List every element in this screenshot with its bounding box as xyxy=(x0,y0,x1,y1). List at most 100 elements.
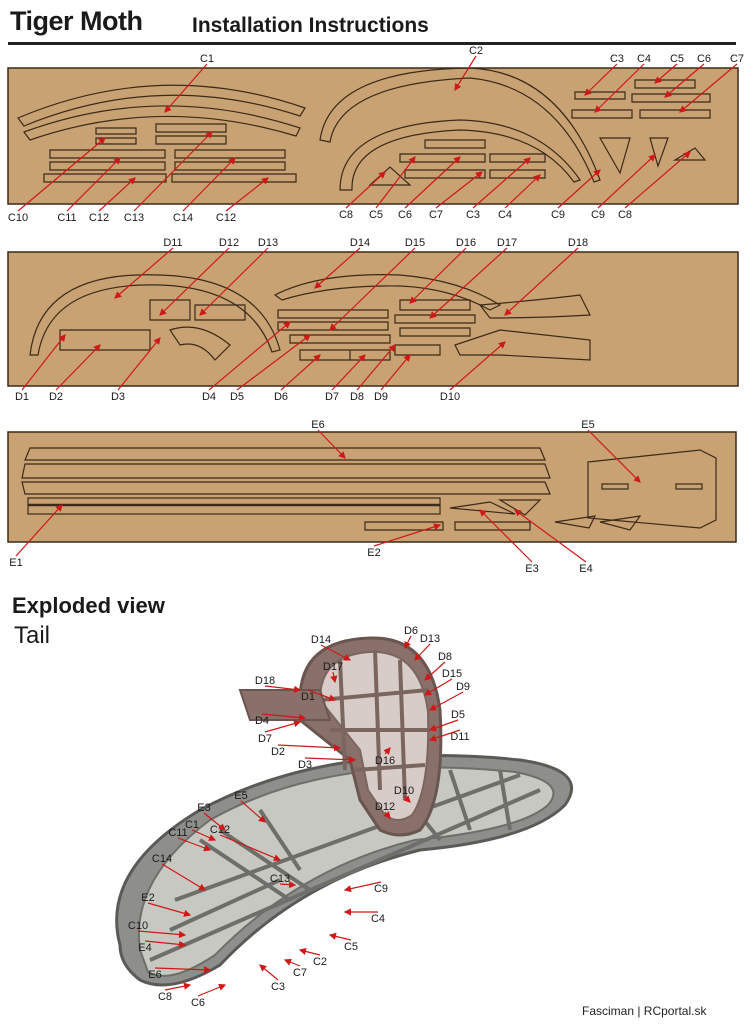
panel-e-arrow-1 xyxy=(587,429,641,483)
panel-c-bot-arrow-0 xyxy=(17,137,106,212)
panel-d-bot-arrow-4 xyxy=(236,334,311,391)
panel-e-label-5: E4 xyxy=(579,563,592,575)
panel-d-top-label-5: D16 xyxy=(456,237,476,249)
exploded-arrow-3 xyxy=(424,661,446,681)
panel-e-arrow-0 xyxy=(317,429,346,459)
exploded-arrow-15 xyxy=(304,756,357,764)
panel-c-bot-arrow-8 xyxy=(404,156,461,209)
exploded-arrow-11 xyxy=(383,747,391,755)
panel-d-top-arrow-7 xyxy=(504,247,579,316)
panel-c-top-label-3: C4 xyxy=(637,53,651,65)
exploded-arrow-35 xyxy=(164,982,192,991)
panel-d-top-label-7: D18 xyxy=(568,237,588,249)
exploded-arrow-17 xyxy=(383,811,391,819)
exploded-label-34: C3 xyxy=(271,981,285,993)
exploded-arrow-12 xyxy=(264,720,302,733)
exploded-arrow-16 xyxy=(403,795,411,803)
exploded-label-8: D1 xyxy=(301,691,315,703)
panel-d-bot-arrow-9 xyxy=(449,341,506,391)
panel-d-bot-label-9: D10 xyxy=(440,391,460,403)
panel-d-top-label-1: D12 xyxy=(219,237,239,249)
page-title: Tiger Moth xyxy=(10,6,143,36)
exploded-label-30: C5 xyxy=(344,941,358,953)
panel-e-arrow-4 xyxy=(479,509,533,563)
exploded-label-31: E6 xyxy=(148,969,161,981)
exploded-arrow-31 xyxy=(154,966,212,974)
panel-c-top-label-2: C3 xyxy=(610,53,624,65)
exploded-arrow-20 xyxy=(203,812,226,831)
panel-c-bot-arrow-6 xyxy=(345,171,386,209)
panel-d-top-arrow-6 xyxy=(429,247,508,319)
exploded-label-14: D2 xyxy=(271,746,285,758)
panel-d-top-label-2: D13 xyxy=(258,237,278,249)
exploded-label-33: C7 xyxy=(293,967,307,979)
panel-c-bot-arrow-7 xyxy=(375,156,416,209)
panel-c-top-arrow-6 xyxy=(679,63,738,113)
exploded-label-7: D18 xyxy=(255,675,275,687)
panel-c-top-label-4: C5 xyxy=(670,53,684,65)
panel-d-bot-arrow-5 xyxy=(280,354,321,391)
exploded-arrow-22 xyxy=(177,837,212,852)
exploded-arrow-29 xyxy=(144,940,187,948)
panel-e-label-2: E1 xyxy=(9,557,22,569)
panel-c-bot-label-3: C13 xyxy=(124,212,144,224)
exploded-label-2: D13 xyxy=(420,633,440,645)
panel-c-top-arrow-1 xyxy=(454,55,477,92)
exploded-arrow-13 xyxy=(261,713,307,722)
panel-c-bot-label-1: C11 xyxy=(57,212,76,224)
panel-c-top-arrow-0 xyxy=(164,63,208,113)
exploded-label-20: E3 xyxy=(197,802,210,814)
panel-c-bot-label-0: C10 xyxy=(8,212,28,224)
panel-d-top-label-4: D15 xyxy=(405,237,425,249)
exploded-label-21: C1 xyxy=(185,819,199,831)
credit: Fasciman | RCportal.sk xyxy=(582,1004,707,1018)
exploded-label-16: D10 xyxy=(394,785,414,797)
exploded-label-10: D11 xyxy=(450,731,469,743)
exploded-title: Exploded view xyxy=(12,593,165,618)
panel-d-top-arrow-3 xyxy=(314,247,361,289)
exploded-arrow-36 xyxy=(197,983,227,997)
panel-c-top-arrow-2 xyxy=(584,63,618,96)
exploded-arrow-28 xyxy=(137,930,187,939)
exploded-label-25: C9 xyxy=(374,883,388,895)
exploded-label-11: D16 xyxy=(375,755,395,767)
exploded-label-22: C11 xyxy=(168,827,187,839)
panel-d-top-arrow-1 xyxy=(159,247,230,316)
panel-c-bot-label-14: C8 xyxy=(618,209,632,221)
panel-e-arrow-3 xyxy=(373,523,442,547)
exploded-arrow-1 xyxy=(404,635,412,650)
panel-c-top-label-6: C7 xyxy=(730,53,744,65)
panel-d-top-arrow-0 xyxy=(114,247,174,299)
panel-d-top-label-0: D11 xyxy=(163,237,182,249)
panel-c-bot-label-6: C8 xyxy=(339,209,353,221)
panel-c-bot-arrow-13 xyxy=(597,154,656,209)
panel-c-bot-label-2: C12 xyxy=(89,212,109,224)
exploded-label-28: C10 xyxy=(128,920,148,932)
panel-d-bot-label-4: D5 xyxy=(230,391,244,403)
panel-d xyxy=(7,251,739,387)
exploded-arrow-34 xyxy=(259,964,279,981)
panel-d-bot-label-6: D7 xyxy=(325,391,339,403)
page-subtitle: Installation Instructions xyxy=(192,14,429,37)
panel-c-bot-label-10: C3 xyxy=(466,209,480,221)
panel-c-bot-label-5: C12 xyxy=(216,212,236,224)
exploded-arrow-19 xyxy=(219,834,282,862)
exploded-arrow-18 xyxy=(240,800,266,823)
panel-e-arrow-2 xyxy=(15,504,63,557)
exploded-arrow-5 xyxy=(423,678,453,696)
panel-e xyxy=(7,431,737,543)
panel-d-bot-arrow-7 xyxy=(356,344,396,391)
panel-c-bot-label-12: C9 xyxy=(551,209,565,221)
exploded-label-5: D15 xyxy=(442,668,462,680)
exploded-arrow-10 xyxy=(428,729,461,742)
exploded-label-36: C6 xyxy=(191,997,205,1009)
panel-d-bot-label-3: D4 xyxy=(202,391,216,403)
exploded-subtitle: Tail xyxy=(14,622,51,649)
panel-d-bot-arrow-3 xyxy=(208,321,291,391)
exploded-arrow-25 xyxy=(343,881,382,893)
panel-c-bot-arrow-14 xyxy=(624,151,691,209)
panel-d-bot-label-7: D8 xyxy=(350,391,364,403)
panel-d-bot-label-8: D9 xyxy=(374,391,388,403)
